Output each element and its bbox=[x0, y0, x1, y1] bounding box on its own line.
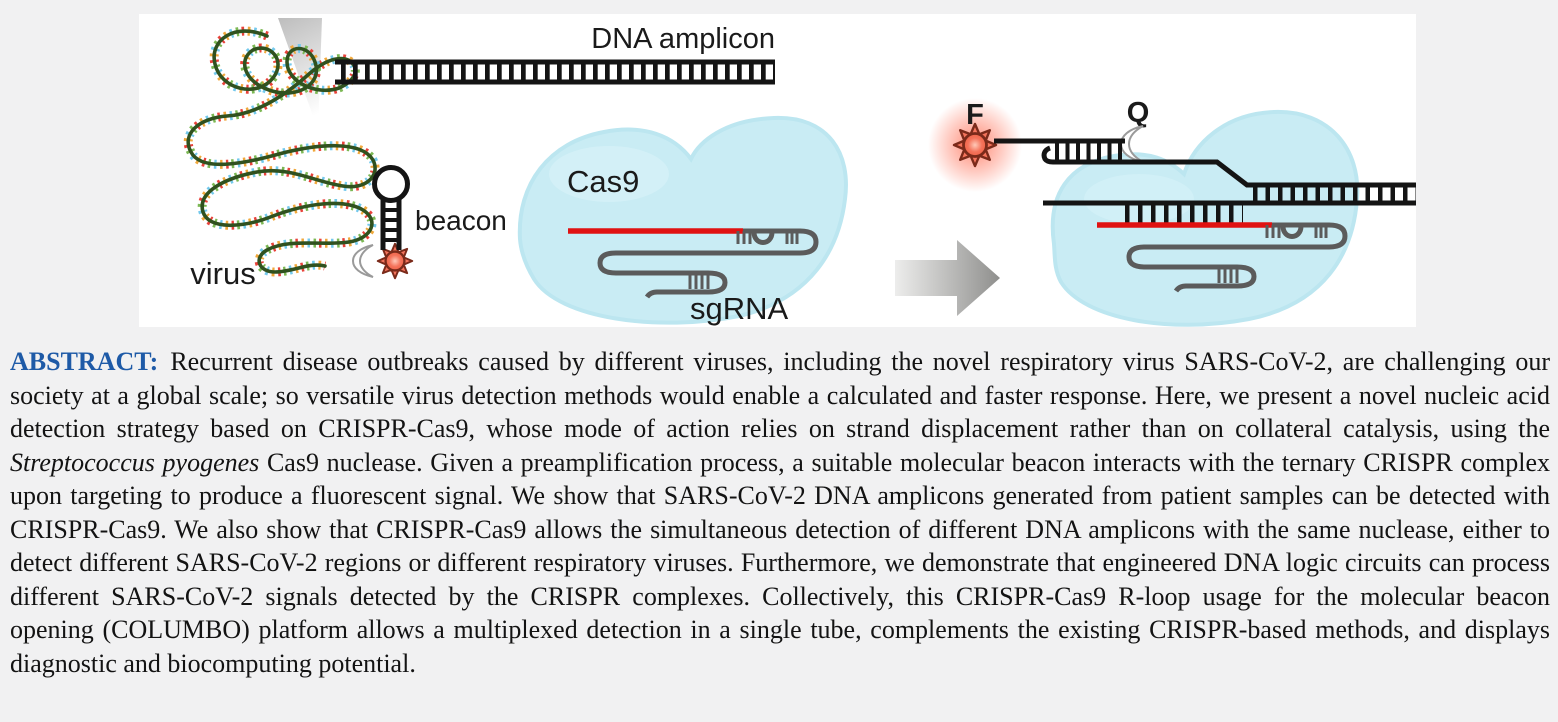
dna-amplicon-label: DNA amplicon bbox=[591, 23, 775, 55]
virus-illustration: virus bbox=[183, 26, 380, 291]
cas9-label: Cas9 bbox=[567, 164, 639, 199]
virus-rna-strand bbox=[186, 29, 377, 274]
magnify-beam bbox=[278, 18, 322, 130]
cas9-complex-right: F Q bbox=[928, 97, 1416, 327]
beacon-loop bbox=[372, 165, 410, 203]
sgrna-scaffold-bump-left bbox=[751, 231, 775, 245]
cas9-highlight bbox=[549, 146, 669, 202]
sgrna-scaffold-left bbox=[597, 228, 819, 299]
abstract-text-1: Recurrent disease outbreaks caused by di… bbox=[10, 347, 1550, 443]
beacon-hairpin: beacon bbox=[351, 165, 507, 280]
dna-amplicon-strands bbox=[335, 59, 775, 85]
quencher-moon-icon bbox=[351, 244, 374, 278]
virus-label: virus bbox=[190, 256, 255, 291]
sgrna-scaffold-bump-right bbox=[1280, 225, 1304, 239]
cas9-complex-left: Cas9 sgRNA bbox=[517, 115, 848, 326]
beacon-stem bbox=[380, 198, 402, 250]
sgrna-label: sgRNA bbox=[690, 291, 789, 326]
sgrna-scaffold-rungs-left bbox=[688, 231, 799, 289]
abstract-heading: ABSTRACT: bbox=[10, 347, 159, 376]
displaced-strand bbox=[1041, 145, 1416, 188]
fluorophore-sun-icon-right bbox=[952, 122, 998, 168]
abstract-text-2: Cas9 nuclease. Given a preamplification … bbox=[10, 447, 1550, 678]
sgrna-scaffold-rungs-right bbox=[1217, 225, 1328, 283]
abstract-paragraph: ABSTRACT:Recurrent disease outbreaks cau… bbox=[10, 345, 1550, 680]
reaction-arrow bbox=[895, 240, 1000, 316]
beacon-label: beacon bbox=[415, 205, 507, 236]
dna-amplicon: DNA amplicon bbox=[335, 23, 775, 85]
beacon-stem-rungs bbox=[383, 208, 399, 242]
quencher-label: Q bbox=[1127, 97, 1150, 129]
graphical-abstract-figure: virus DNA amplicon beacon Cas9 sgRNA bbox=[183, 18, 1416, 327]
fluorophore-label: F bbox=[966, 99, 984, 131]
abstract-species-name: Streptococcus pyogenes bbox=[10, 447, 260, 477]
sgrna-scaffold-right bbox=[1126, 222, 1348, 293]
graphical-abstract-panel: virus DNA amplicon beacon Cas9 sgRNA bbox=[139, 14, 1416, 327]
